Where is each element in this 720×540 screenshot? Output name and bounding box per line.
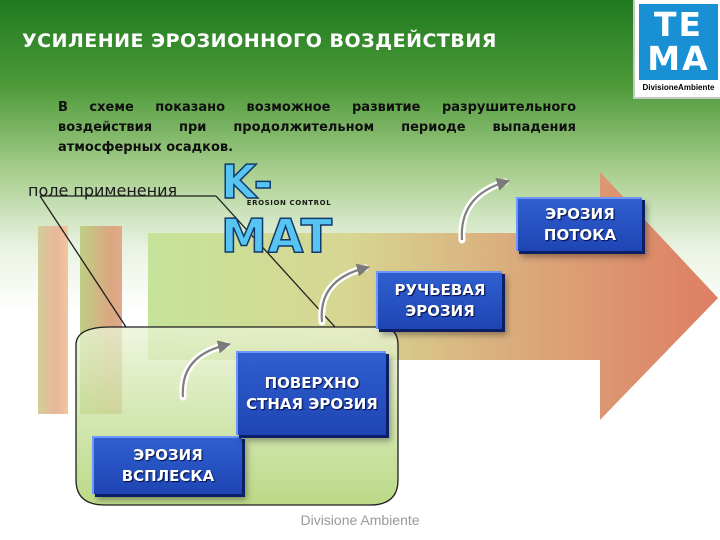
pointer-line-1 — [39, 195, 127, 328]
footer-text: Divisione Ambiente — [300, 512, 420, 528]
slide-title: УСИЛЕНИЕ ЭРОЗИОННОГО ВОЗДЕЙСТВИЯ — [22, 30, 497, 52]
logo-text-line2: MA — [647, 39, 710, 78]
step-rill-erosion: РУЧЬЕВАЯ ЭРОЗИЯ — [376, 271, 502, 329]
kmat-logo-text: K-MAT — [220, 154, 334, 264]
step-gully-erosion: ЭРОЗИЯ ПОТОКА — [516, 197, 642, 251]
logo-badge: TE MA — [639, 4, 718, 80]
kmat-logo-subtitle: EROSION CONTROL — [246, 199, 332, 207]
kmat-logo: K-MAT EROSION CONTROL — [220, 154, 359, 264]
step-surface-erosion: ПОВЕРХНО СТНАЯ ЭРОЗИЯ — [236, 351, 386, 435]
pointer-line-2 — [215, 195, 336, 328]
application-bar-1 — [38, 226, 68, 414]
application-field-label: поле применения — [28, 181, 178, 200]
logo-subtitle: DivisioneAmbiente — [642, 83, 715, 92]
description-text: В схеме показано возможное развитие разр… — [58, 100, 576, 155]
step-splash-erosion: ЭРОЗИЯ ВСПЛЕСКА — [92, 436, 242, 494]
tema-logo: TE MA DivisioneAmbiente — [633, 0, 720, 99]
logo-text-line1: TE — [653, 5, 704, 44]
